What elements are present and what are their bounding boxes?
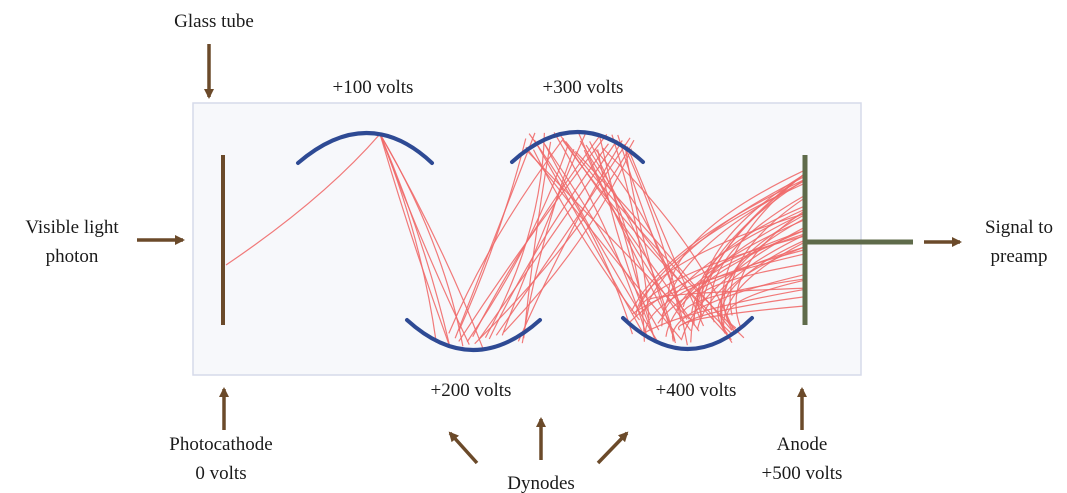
electron-path <box>495 137 631 336</box>
dynode-2-voltage-label: +200 volts <box>431 380 512 401</box>
electron-path <box>523 141 552 339</box>
glass-tube-label: Glass tube <box>174 11 254 32</box>
dynode-1-voltage-label: +100 volts <box>333 77 414 98</box>
dynodes-label: Dynodes <box>507 473 575 493</box>
electron-path <box>626 146 705 327</box>
electron-path <box>454 132 536 339</box>
electron-path <box>532 149 641 321</box>
dynode-2 <box>405 318 542 352</box>
electron-path <box>379 133 451 346</box>
electron-path <box>533 139 644 333</box>
electron-path <box>379 133 450 345</box>
photocathode-label-line-2: 0 volts <box>195 463 246 484</box>
electron-path <box>379 133 437 343</box>
electron-path <box>723 215 804 331</box>
electron-path <box>544 144 658 341</box>
electron-path <box>474 139 635 345</box>
dynode-1 <box>296 131 434 165</box>
dynode-4 <box>621 316 754 351</box>
dynode-arrow-left <box>448 431 479 465</box>
electron-path <box>631 253 804 315</box>
electron-path <box>642 176 804 315</box>
electron-path <box>657 246 804 324</box>
photon-label-line-2: photon <box>46 246 99 267</box>
electron-path <box>458 138 527 331</box>
anode-label-line-2: +500 volts <box>762 463 843 484</box>
electron-path <box>665 230 804 337</box>
electron-path <box>466 144 569 343</box>
electron-path <box>635 213 804 316</box>
electron-path <box>631 179 804 312</box>
electron-path <box>693 180 804 326</box>
electron-paths <box>225 132 804 348</box>
electron-path <box>448 137 565 334</box>
electron-path <box>697 206 804 317</box>
electron-path <box>648 287 804 301</box>
anode-label-line-1: Anode <box>777 434 828 455</box>
photon-label-line-1: Visible light <box>25 217 119 238</box>
signal-label-line-1: Signal to <box>985 217 1053 238</box>
electron-path <box>629 230 804 323</box>
photocathode-label-line-1: Photocathode <box>169 434 272 455</box>
electron-path <box>579 140 732 341</box>
electron-path <box>528 133 633 335</box>
electron-path <box>717 246 804 335</box>
electron-path <box>623 144 688 346</box>
electron-path <box>644 289 804 334</box>
electron-path <box>585 144 676 341</box>
electron-path <box>565 140 745 339</box>
electron-path <box>597 149 657 344</box>
electron-path <box>503 148 633 333</box>
electron-path <box>720 240 804 334</box>
electron-path <box>667 170 804 302</box>
electron-path <box>677 305 804 331</box>
electron-path <box>521 148 575 344</box>
dynode-3 <box>510 130 645 164</box>
electron-path <box>458 134 608 342</box>
electron-path <box>594 148 682 321</box>
dynode-arrow-right <box>596 431 629 465</box>
electron-path <box>598 135 654 335</box>
electron-path <box>682 278 804 312</box>
electron-path <box>526 150 690 320</box>
signal-label-line-2: preamp <box>991 246 1048 267</box>
electron-path <box>225 133 381 266</box>
dynode-3-voltage-label: +300 volts <box>543 77 624 98</box>
dynode-4-voltage-label: +400 volts <box>656 380 737 401</box>
electron-path <box>726 279 804 329</box>
